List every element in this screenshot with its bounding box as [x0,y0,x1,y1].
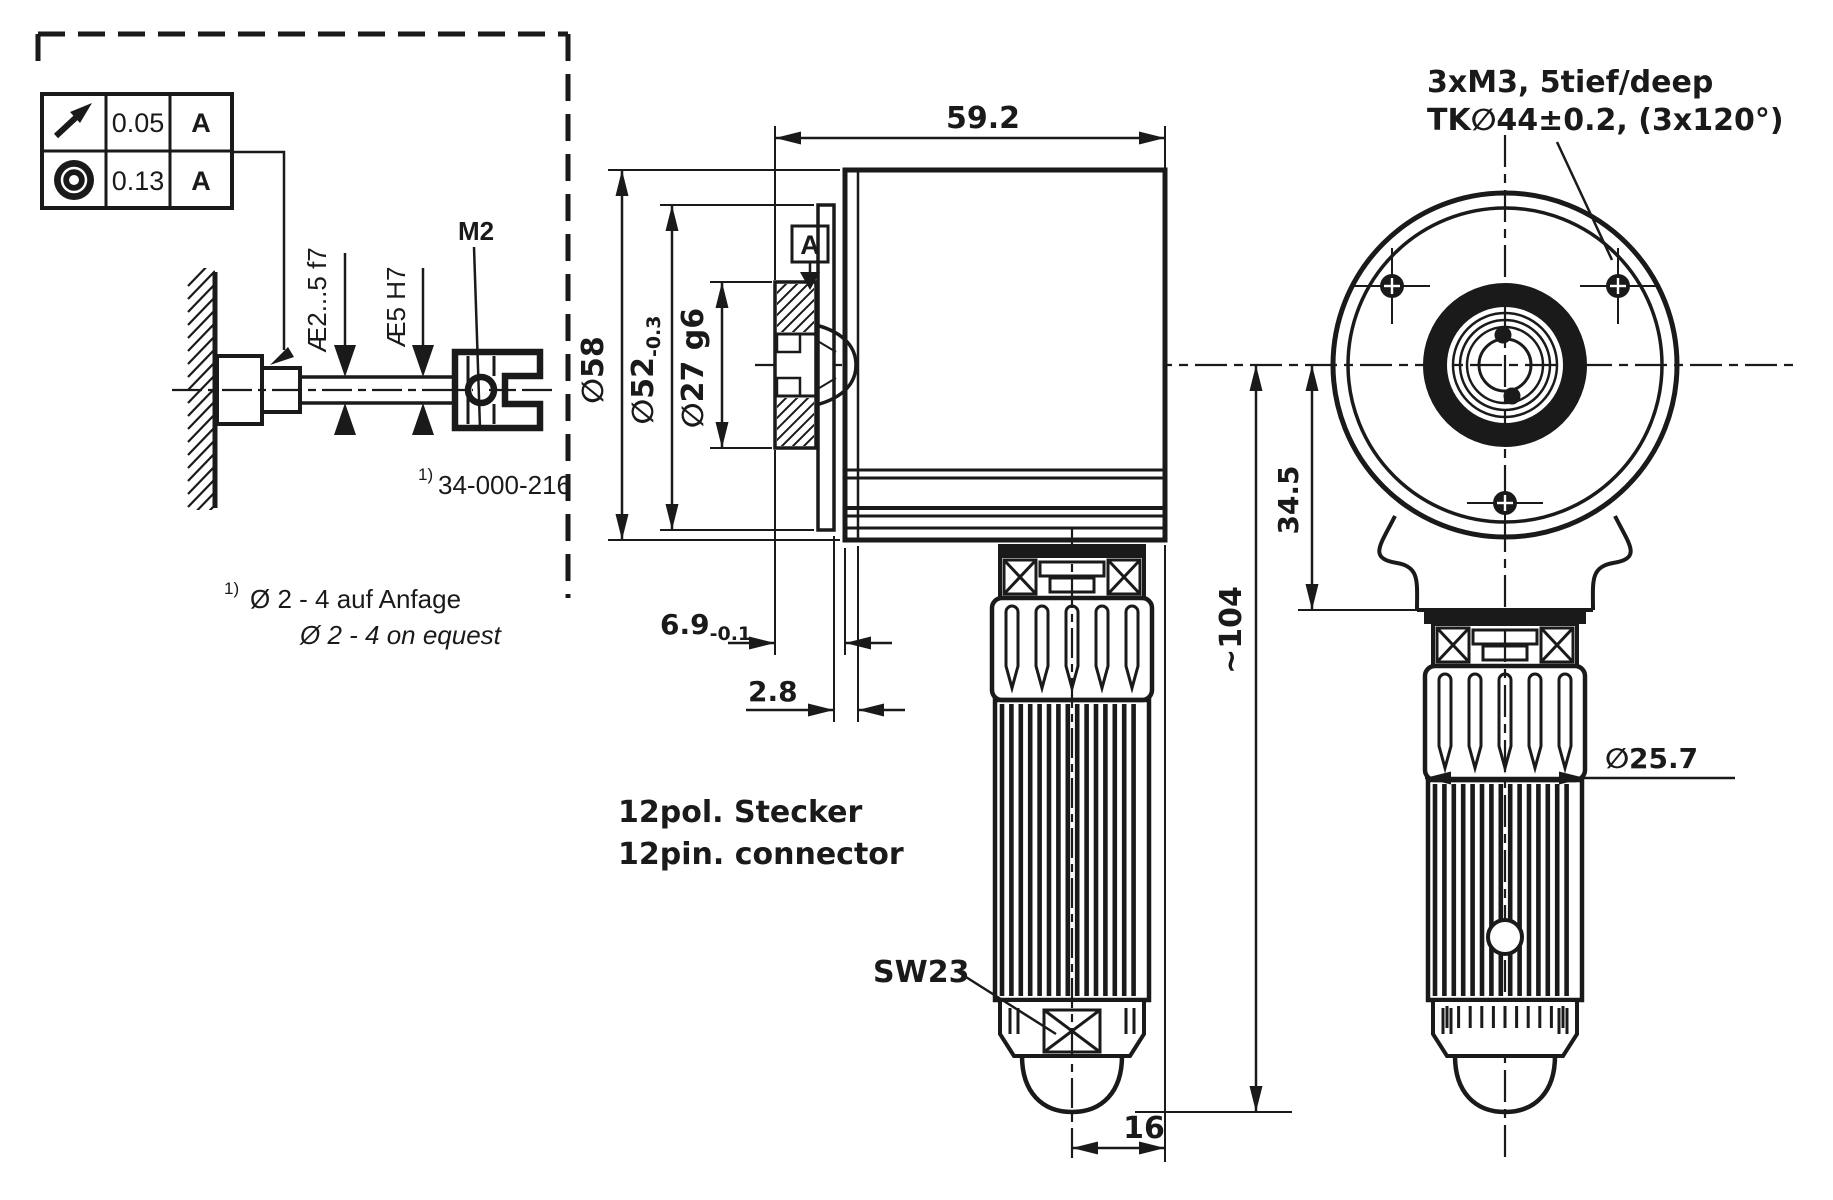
wall-hatching [187,268,215,510]
coupling [451,348,544,432]
footnote-line2: Ø 2 - 4 on equest [299,620,503,650]
arrowhead [775,131,801,145]
arrowhead [615,170,629,196]
housing-body [842,167,1168,543]
wrench-label: SW23 [873,955,969,990]
arrowhead [858,703,884,717]
dim-axis-to-flat: 34.5 [1272,365,1428,611]
detail-border-dashed [35,31,571,598]
dim-dia27: ∅27 g6 [676,281,772,449]
hub-hatching-bottom [777,398,814,446]
arrowhead [1559,771,1585,785]
dim-total-height: ~104 [1135,365,1292,1113]
dim-dia52-label: ∅52-0.3 [626,316,665,425]
connector-note: 12pol. Stecker 12pin. connector [618,795,904,872]
shaft-dia-callout-small: Æ2...5 f7 [302,247,356,435]
shaft-dia-callout-large: Æ5 H7 [381,267,434,435]
dim-dia52: ∅52-0.3 [626,204,814,531]
dim-dia58-label: ∅58 [576,336,611,403]
coupling-ref-sup: 1) [418,465,433,484]
tolerance-datum-1: A [191,108,211,138]
dim-flange-thickness: 2.8 [746,536,905,722]
dim-flange-thickness-label: 2.8 [748,675,798,708]
datum-flag-label: A [800,230,820,260]
shaft-clamping-rings [1423,283,1587,447]
dim-dia27-label: ∅27 g6 [676,308,711,428]
arrowhead [808,703,834,717]
dim-spigot-length: 6.9-0.1 [660,548,892,655]
side-view: A 59.2 ∅58 ∅52-0.3 [576,101,1795,1162]
footnote: 1) Ø 2 - 4 auf Anfage Ø 2 - 4 on equest [224,579,503,650]
coupling-ref: 1) 34-000-216 [418,465,571,500]
front-view: 3xM3, 5tief/deep TK∅44±0.2, (3x120°) 34.… [1272,65,1784,1162]
screw-hole [1467,465,1543,541]
mounting-note-line2: TK∅44±0.2, (3x120°) [1427,103,1784,138]
arrowhead [749,636,775,650]
shaft-dia-large-label: Æ5 H7 [381,267,411,348]
shaft-dia-small-label: Æ2...5 f7 [302,247,332,353]
arrowhead [665,504,679,530]
arrowhead [1249,365,1263,391]
tolerance-leader-arrow [270,347,294,365]
dim-spigot-length-label: 6.9-0.1 [660,608,751,645]
concentricity-icon [54,160,94,200]
wrench-callout: SW23 [873,955,1057,1036]
arrowhead [1139,1141,1165,1155]
connector-note-line1: 12pol. Stecker [618,795,863,830]
detail-box: 0.05 A 0.13 A Æ2...5 f7 [35,31,571,650]
tolerance-datum-2: A [191,166,211,196]
bearing-dome [815,323,858,407]
spigot-hub [773,280,858,450]
mounting-note: 3xM3, 5tief/deep TK∅44±0.2, (3x120°) [1427,65,1784,261]
arrowhead [715,282,729,308]
connector-front-view [1422,612,1588,1115]
hub-hatching-top [777,284,814,332]
mounting-holes [1354,248,1656,541]
connector-note-line2: 12pin. connector [618,837,904,872]
mounting-note-line1: 3xM3, 5tief/deep [1427,65,1713,100]
dim-dia58: ∅58 [576,169,840,541]
dim-16-label: 16 [1123,1111,1165,1146]
footnote-sup: 1) [224,579,239,598]
footnote-line1: Ø 2 - 4 auf Anfage [250,584,461,614]
tolerance-frame: 0.05 A 0.13 A [40,92,294,365]
datum-flag: A [790,224,830,290]
tolerance-value-2: 0.13 [112,166,165,196]
dim-104-label: ~104 [1214,586,1249,674]
flange-plate [816,203,836,532]
tolerance-value-1: 0.05 [112,108,165,138]
coupling-ref-label: 34-000-216 [438,470,571,500]
dim-25-7-label: ∅25.7 [1605,742,1698,775]
arrowhead [1425,771,1451,785]
circular-runout-icon [53,103,92,139]
dim-width-59-2: 59.2 [774,101,1166,655]
arrowhead [1305,584,1319,610]
thread-callout: M2 [458,216,494,429]
screw-hole [1580,248,1656,324]
dimension-arrowheads [615,131,1585,1155]
coupling-clamp-screw [464,373,498,407]
dim-width-label: 59.2 [946,101,1020,136]
arrowhead [1305,365,1319,391]
arrowhead [1072,1141,1098,1155]
arrowhead [665,205,679,231]
thread-label: M2 [458,216,494,246]
arrowhead [615,514,629,540]
dim-34-5-label: 34.5 [1272,465,1305,534]
arrowhead [1249,1086,1263,1112]
arrowhead [715,422,729,448]
screw-hole [1354,248,1430,324]
mounting-wall [187,268,264,510]
arrowhead [845,636,871,650]
tolerance-leader [232,150,286,350]
arrowhead [1139,131,1165,145]
